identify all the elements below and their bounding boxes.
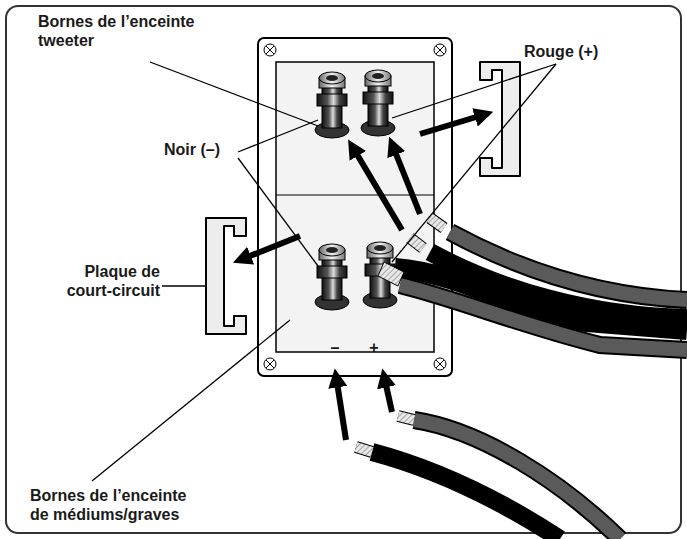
part-label: Bornes de l’enceinte tweeter xyxy=(38,12,198,50)
polarity-label: Rouge (+) xyxy=(524,42,654,61)
polarity-sign: + xyxy=(366,338,382,357)
part-label: Bornes de l’enceinte de médiums/graves xyxy=(30,486,208,524)
polarity-label: Noir (–) xyxy=(164,140,244,159)
part-label: Plaque de court-circuit xyxy=(48,262,160,300)
polarity-sign: – xyxy=(327,338,343,357)
